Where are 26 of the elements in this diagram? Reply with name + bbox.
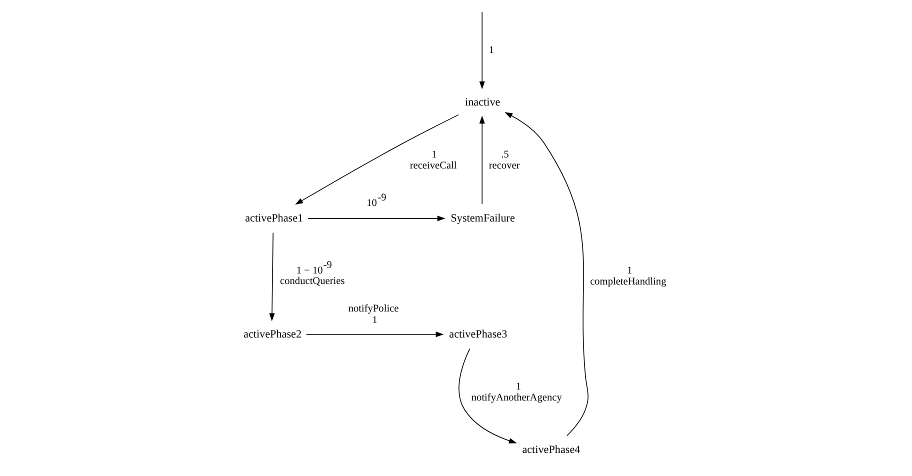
node-text: inactive (464, 96, 500, 108)
node-text: activePhase4 (522, 444, 580, 456)
edge-label: 1 (626, 266, 632, 277)
arrow (305, 332, 444, 338)
arrow (294, 114, 458, 205)
arrow (307, 216, 445, 222)
node-text: activePhase3 (448, 328, 507, 340)
edge-label: 1 (488, 44, 494, 56)
node-text: SystemFailure (450, 212, 514, 224)
arrow (268, 232, 274, 322)
edge-label: 1 (372, 314, 377, 326)
arrow (458, 348, 516, 444)
edge-label: 1 (431, 150, 436, 161)
node-text: activePhase2 (243, 328, 302, 340)
edge-label: 1 (515, 381, 521, 392)
edge-label: recover (488, 160, 520, 172)
arrow (478, 116, 484, 204)
edge-label: completeHandling (590, 276, 666, 288)
edge-label: notifyAnotherAgency (470, 392, 562, 404)
arrow (504, 112, 588, 436)
edge-label: receiveCall (409, 160, 456, 172)
node-text: activePhase1 (244, 212, 303, 224)
edge-label: .5 (500, 150, 508, 161)
edge-label: conductQueries (280, 276, 344, 287)
edge-label: notifyPolice (348, 304, 398, 315)
arrow (478, 12, 484, 90)
